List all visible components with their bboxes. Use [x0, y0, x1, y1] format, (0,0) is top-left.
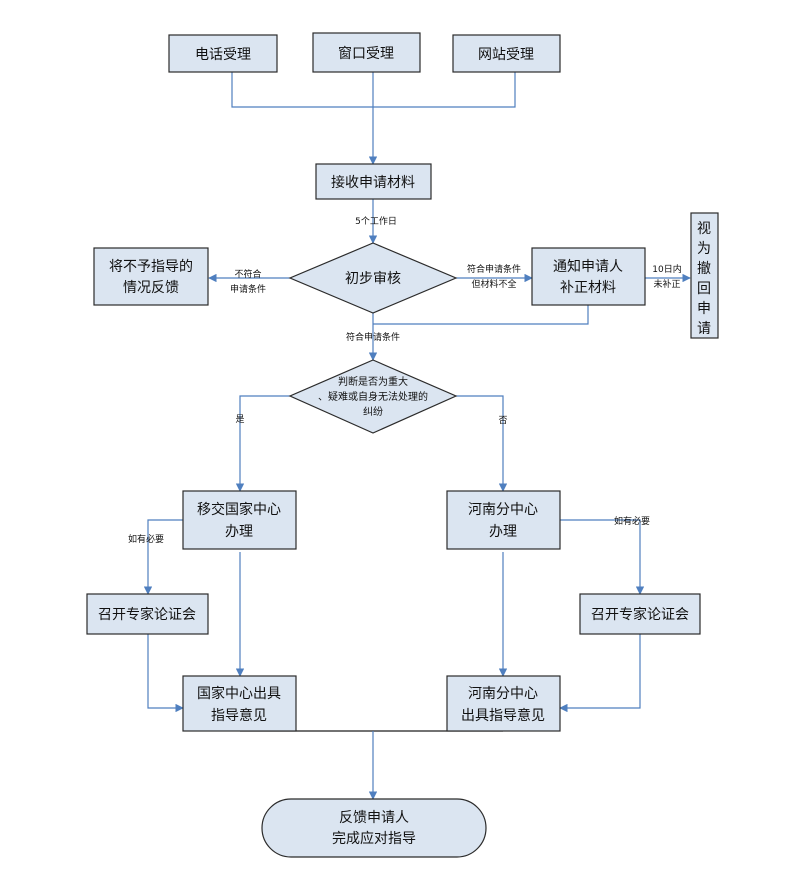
label-no: 否 — [498, 415, 507, 426]
node-henan-branch-line2: 办理 — [489, 524, 517, 540]
node-henan-branch: 河南分中心 办理 — [446, 490, 561, 550]
edge-labels: 5个工作日 不符合 申请条件 符合申请条件 但材料不全 10日内 未补正 符合申… — [128, 215, 682, 545]
node-feedback-line2: 完成应对指导 — [332, 830, 416, 847]
label-if-needed-right: 如有必要 — [614, 515, 650, 527]
node-henan-branch-line1: 河南分中心 — [468, 502, 538, 518]
connector-transfer-expert — [143, 519, 183, 595]
node-reject-feedback-line1: 将不予指导的 — [109, 259, 193, 275]
node-national-opinion-line1: 国家中心出具 — [197, 685, 281, 702]
connector-judge-yes — [235, 395, 290, 492]
node-website: 网站受理 — [452, 34, 561, 73]
label-meet-incomplete-line2: 但材料不全 — [471, 278, 516, 290]
node-window: 窗口受理 — [312, 32, 421, 73]
node-expert-right-label: 召开专家论证会 — [591, 606, 689, 623]
node-notify-line1: 通知申请人 — [553, 258, 623, 275]
connector-expert-right-opinion — [559, 634, 641, 713]
connector-henan-expert — [560, 519, 645, 595]
node-national-opinion: 国家中心出具 指导意见 — [182, 675, 297, 732]
node-notify-line2: 补正材料 — [560, 280, 616, 296]
node-review: 初步审核 — [288, 242, 458, 314]
node-national-opinion-line2: 指导意见 — [211, 707, 267, 724]
node-transfer-national-line2: 办理 — [225, 524, 253, 540]
node-reject-feedback: 将不予指导的 情况反馈 — [93, 247, 209, 306]
node-reject-feedback-line2: 情况反馈 — [123, 280, 179, 296]
connector-phone — [231, 72, 373, 108]
node-withdraw-char6: 请 — [697, 321, 711, 337]
label-if-needed-left: 如有必要 — [128, 533, 164, 545]
connector-notify-back — [373, 305, 589, 325]
node-phone-label: 电话受理 — [195, 47, 251, 63]
connector-expert-left-opinion — [147, 634, 184, 713]
node-expert-left: 召开专家论证会 — [86, 593, 209, 635]
connector-judge-no — [456, 395, 508, 492]
label-yes: 是 — [235, 414, 244, 425]
label-meet-incomplete-line1: 符合申请条件 — [467, 263, 521, 275]
node-window-label: 窗口受理 — [338, 45, 394, 62]
node-expert-left-label: 召开专家论证会 — [98, 606, 196, 623]
node-withdraw-char2: 为 — [697, 241, 711, 257]
node-judge-line2: 、疑难或自身无法处理的 — [318, 390, 428, 403]
node-transfer-national-line1: 移交国家中心 — [197, 501, 281, 518]
node-notify: 通知申请人 补正材料 — [531, 247, 646, 306]
label-five-days: 5个工作日 — [355, 215, 397, 227]
node-feedback: 反馈申请人 完成应对指导 — [261, 798, 487, 858]
node-withdraw-char4: 回 — [697, 281, 711, 297]
node-withdraw-char3: 撤 — [697, 261, 711, 277]
node-withdraw: 视 为 撤 回 申 请 — [690, 212, 719, 339]
node-review-label: 初步审核 — [345, 270, 401, 287]
node-feedback-line1: 反馈申请人 — [339, 810, 409, 826]
node-withdraw-char1: 视 — [697, 221, 711, 237]
node-judge-line3: 纠纷 — [363, 405, 383, 418]
node-website-label: 网站受理 — [478, 47, 534, 63]
node-phone: 电话受理 — [168, 34, 278, 73]
connectors — [143, 72, 691, 800]
node-receive-label: 接收申请材料 — [331, 174, 415, 191]
label-ten-days-line1: 10日内 — [652, 263, 681, 275]
node-withdraw-char5: 申 — [697, 301, 711, 317]
label-ten-days-line2: 未补正 — [653, 278, 680, 290]
node-receive: 接收申请材料 — [315, 163, 432, 200]
label-not-meet-line2: 申请条件 — [230, 283, 266, 295]
node-henan-opinion: 河南分中心 出具指导意见 — [446, 675, 561, 732]
node-transfer-national: 移交国家中心 办理 — [182, 490, 297, 550]
label-meet: 符合申请条件 — [346, 331, 400, 343]
node-henan-opinion-line2: 出具指导意见 — [461, 707, 545, 724]
node-henan-opinion-line1: 河南分中心 — [468, 686, 538, 702]
node-judge-line1: 判断是否为重大 — [338, 375, 408, 388]
node-judge: 判断是否为重大 、疑难或自身无法处理的 纠纷 — [288, 359, 458, 434]
connector-website — [373, 72, 516, 108]
node-expert-right: 召开专家论证会 — [579, 593, 701, 635]
label-not-meet-line1: 不符合 — [234, 268, 261, 280]
